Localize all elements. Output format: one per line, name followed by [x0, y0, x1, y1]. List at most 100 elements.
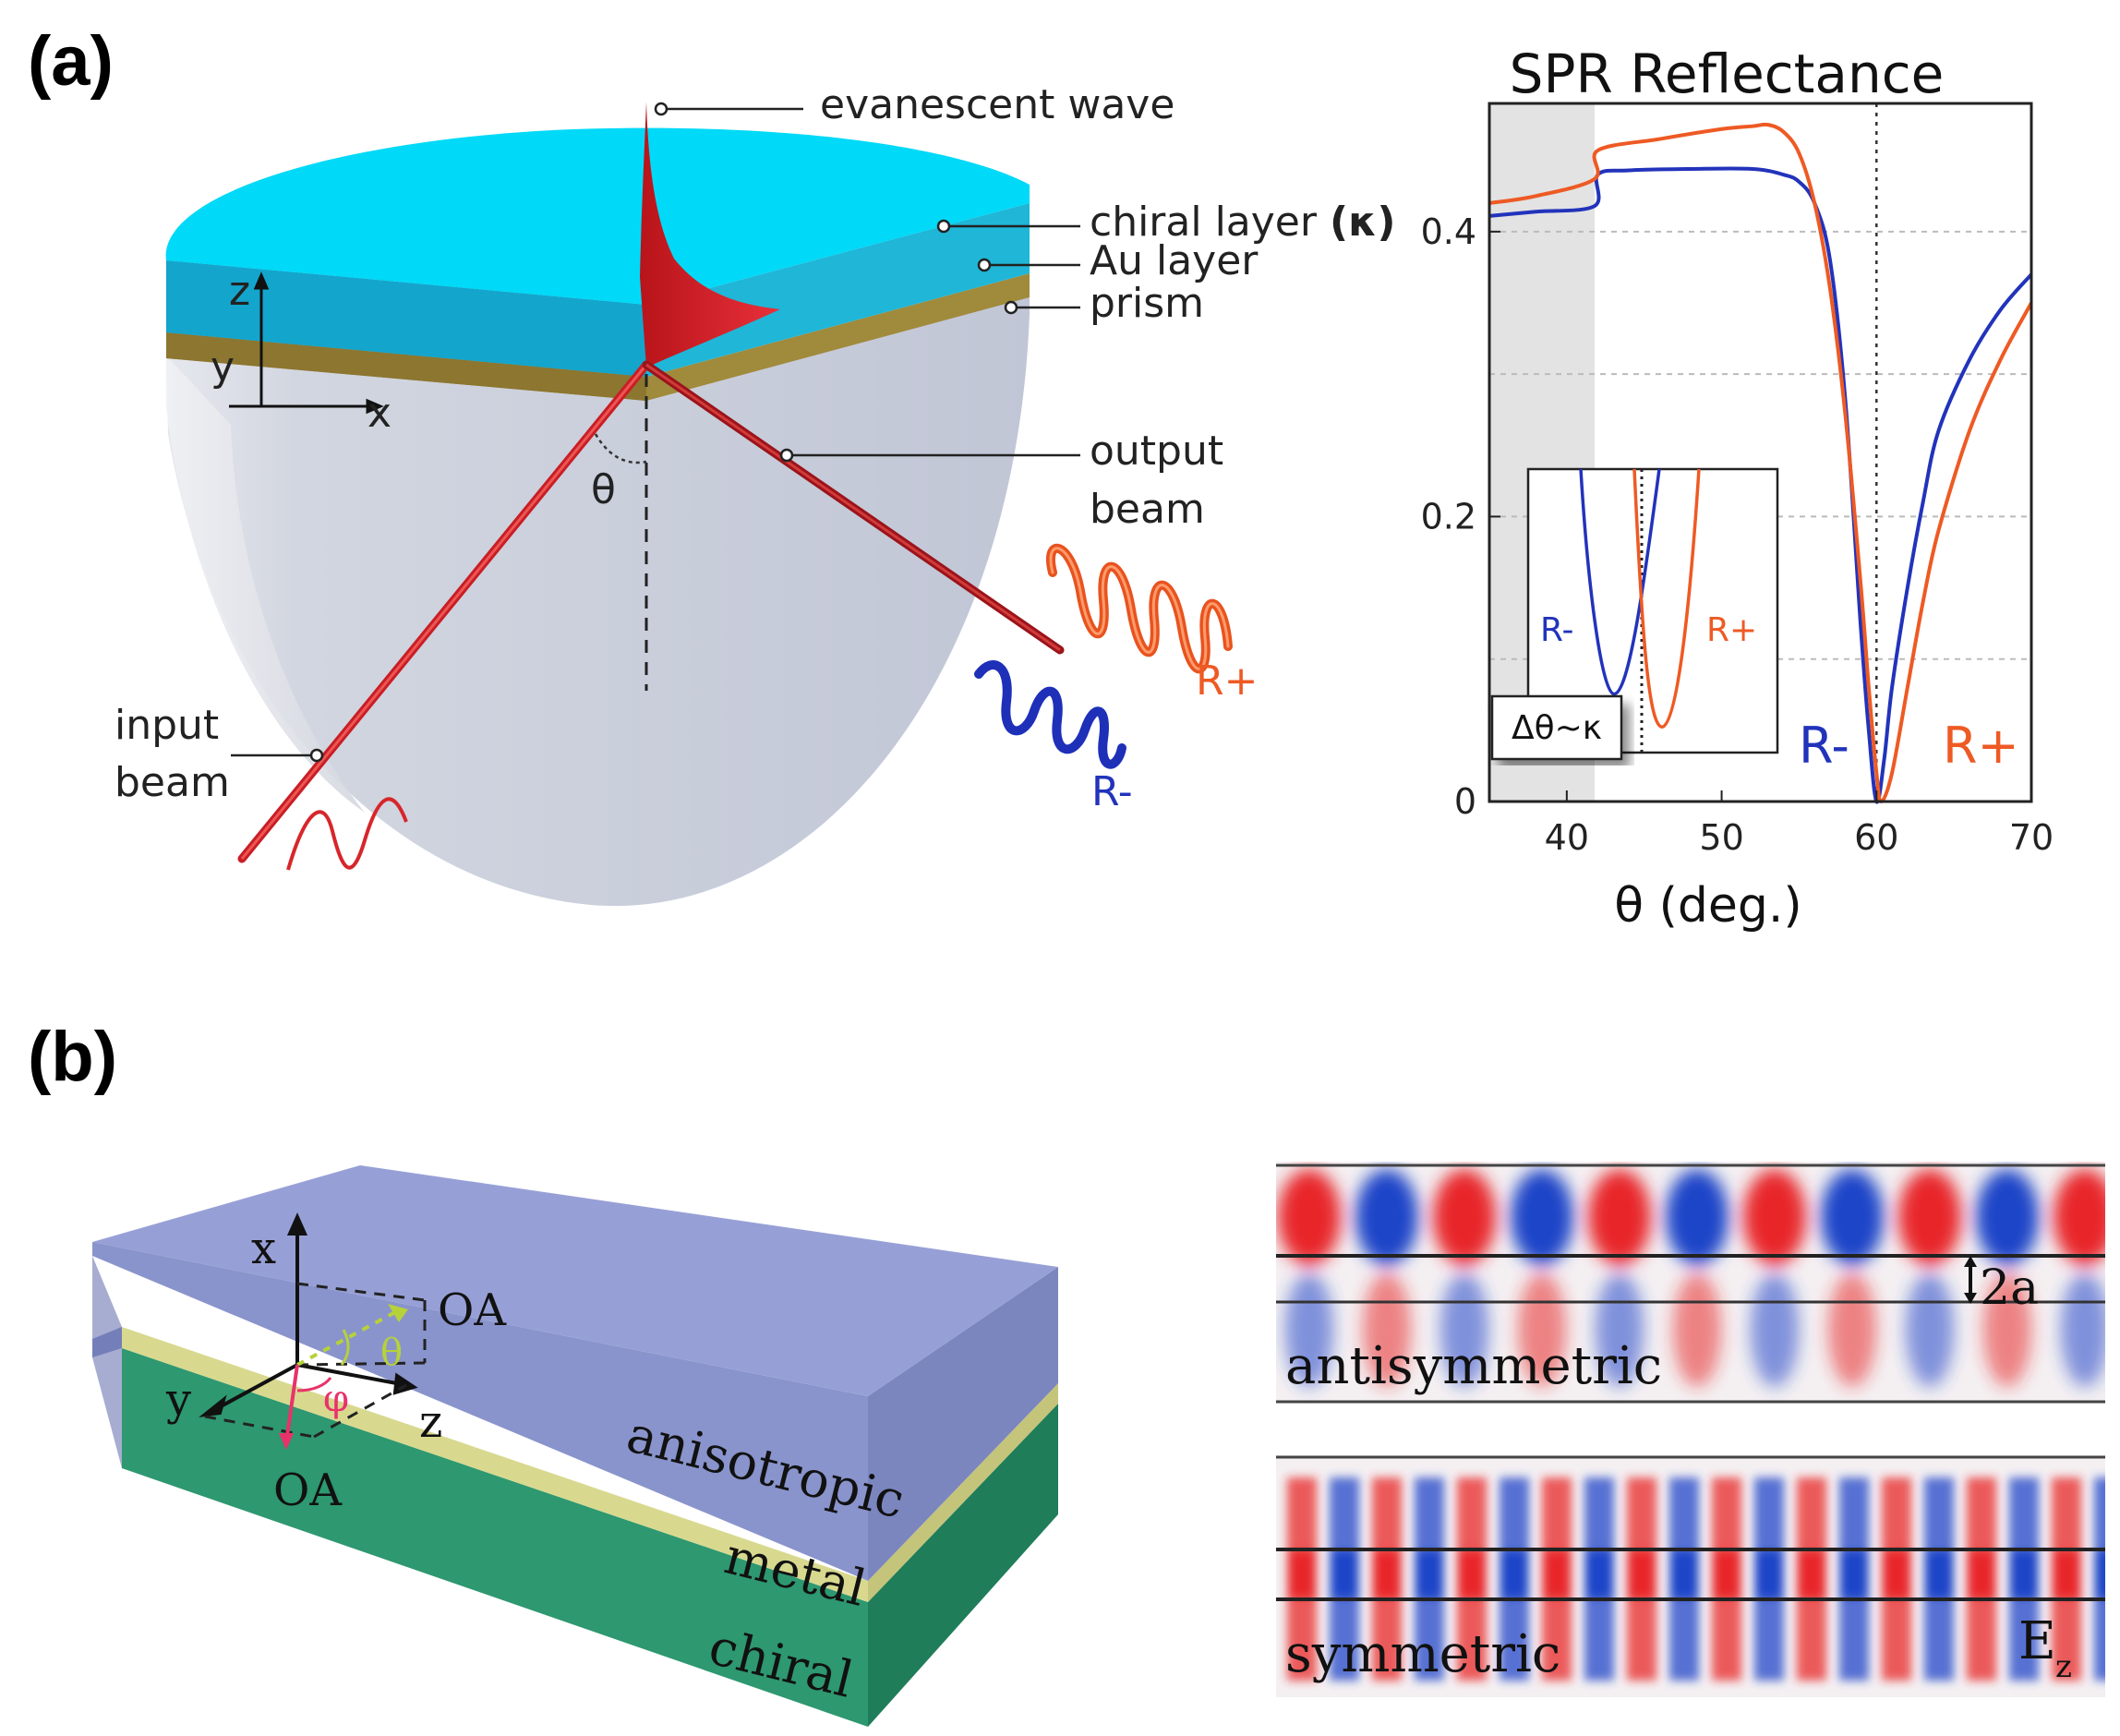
anisotropic-top — [92, 1165, 1058, 1396]
antisymmetric-label: antisymmetric — [1285, 1336, 1662, 1396]
prism-label: prism — [1090, 280, 1204, 327]
field-lobe — [1433, 1169, 1496, 1265]
input-beam-label-2: beam — [114, 759, 230, 806]
chiral-slab — [122, 1348, 868, 1727]
y-tick-label: 0 — [1454, 781, 1476, 822]
field-lobe — [1906, 1272, 1954, 1387]
r-plus-helix — [1046, 543, 1233, 674]
field-stripe-core — [1629, 1551, 1655, 1597]
input-beam-label-1: input — [114, 702, 219, 749]
gap-label: 2a — [1980, 1260, 2039, 1316]
y-tick-label: 0.2 — [1421, 496, 1476, 536]
axis-x-label: x — [367, 390, 391, 437]
field-stripe-core — [1841, 1551, 1867, 1597]
panel-b-label: (b) — [28, 1018, 117, 1096]
plot-frame — [1488, 102, 2033, 803]
field-subscript: z — [2055, 1648, 2072, 1685]
field-stripe-core — [1331, 1551, 1357, 1597]
field-lobe — [1898, 1169, 1961, 1265]
xyz-axes — [229, 271, 384, 415]
chiral-layer-top — [165, 127, 1030, 305]
chart-title: SPR Reflectance — [1510, 42, 1945, 105]
axis-z-label: z — [229, 268, 250, 315]
field-lobe — [1976, 1169, 2039, 1265]
r-minus-helix — [974, 660, 1126, 769]
field-label: E — [2018, 1611, 2056, 1671]
field-lobe — [1355, 1169, 1418, 1265]
inset-curve-r-plus — [1632, 468, 1701, 729]
field-stripe-core — [1501, 1551, 1527, 1597]
field-stripe-core — [1714, 1551, 1740, 1597]
series-line-r-plus — [1488, 122, 2033, 804]
prism-body — [166, 294, 1030, 907]
theta-label: θ — [591, 466, 616, 513]
field-lobe — [2054, 1169, 2105, 1265]
field-stripe-core — [1289, 1551, 1315, 1597]
field-lobe — [1743, 1169, 1806, 1265]
chart-xlabel: θ (deg.) — [1614, 878, 1801, 934]
au-layer-label: Au layer — [1090, 237, 1259, 284]
field-lobe — [1751, 1272, 1799, 1387]
prism-side-face — [166, 356, 365, 813]
optic-axes — [199, 1212, 427, 1450]
inset-label-r-plus: R+ — [1706, 611, 1757, 649]
x-tick-label: 40 — [1545, 817, 1589, 858]
field-stripe-core — [1756, 1551, 1782, 1597]
panel-a-label: (a) — [28, 22, 114, 101]
field-lobe — [1511, 1169, 1573, 1265]
symmetric-field-map: symmetric E z — [1276, 1455, 2105, 1697]
evanescent-wave-label: evanescent wave — [820, 81, 1174, 128]
field-stripe-core — [1671, 1551, 1697, 1597]
x-tick-label: 60 — [1854, 817, 1898, 858]
field-stripe-core — [1926, 1551, 1952, 1597]
evanescent-wave — [640, 102, 780, 368]
field-lobe — [1666, 1169, 1729, 1265]
field-stripe-core — [1416, 1551, 1442, 1597]
waveguide-block — [92, 1165, 1058, 1727]
chart-label-r-minus: R- — [1799, 717, 1849, 775]
field-stripe-core — [2011, 1551, 2037, 1597]
optic-axis-bottom: OA — [273, 1465, 343, 1516]
inset-annotation: Δθ~κ — [1512, 709, 1602, 747]
callout-leaders — [231, 102, 1080, 763]
r-minus-helix-label: R- — [1091, 768, 1133, 815]
output-beam-label-2: beam — [1090, 486, 1205, 533]
input-wave — [286, 797, 408, 871]
inset-annotation-box — [1490, 694, 1623, 761]
chart-label-r-plus: R+ — [1943, 717, 2019, 775]
symmetric-label: symmetric — [1285, 1624, 1560, 1684]
phi-angle-b: φ — [323, 1378, 349, 1420]
metal-slab — [122, 1327, 868, 1602]
field-lobe — [1828, 1272, 1876, 1387]
axis-z-b: z — [419, 1396, 442, 1448]
field-stripe-core — [2096, 1551, 2105, 1597]
field-stripe-core — [1586, 1551, 1612, 1597]
field-lobe — [1278, 1169, 1341, 1265]
antisymmetric-field-map: 2a antisymmetric — [1276, 1162, 2105, 1404]
inset-curve-r-minus — [1579, 468, 1661, 696]
theta-angle-b: θ — [380, 1332, 403, 1374]
chiral-layer-label: chiral layer — [1090, 199, 1318, 246]
field-stripe-core — [1884, 1551, 1909, 1597]
field-stripe-core — [1969, 1551, 1994, 1597]
field-lobe — [2061, 1272, 2105, 1387]
field-stripe-core — [1799, 1551, 1825, 1597]
field-stripe-core — [2054, 1551, 2079, 1597]
field-lobe — [1821, 1169, 1884, 1265]
kappa-label: (κ) — [1330, 199, 1395, 246]
axis-y-label: y — [211, 344, 235, 391]
field-lobe — [1673, 1272, 1721, 1387]
spr-prism-diagram: z y x θ — [114, 81, 1395, 907]
r-plus-helix-label: R+ — [1196, 657, 1258, 705]
inset-label-r-minus: R- — [1540, 611, 1574, 649]
field-stripe-core — [1374, 1551, 1400, 1597]
axis-x-b: x — [251, 1223, 276, 1274]
anisotropic-front — [92, 1242, 868, 1581]
x-tick-label: 70 — [2009, 817, 2054, 858]
x-tick-label: 50 — [1699, 817, 1743, 858]
field-lobe — [1588, 1169, 1651, 1265]
y-tick-label: 0.4 — [1421, 211, 1476, 252]
anisotropic-side — [868, 1267, 1058, 1581]
